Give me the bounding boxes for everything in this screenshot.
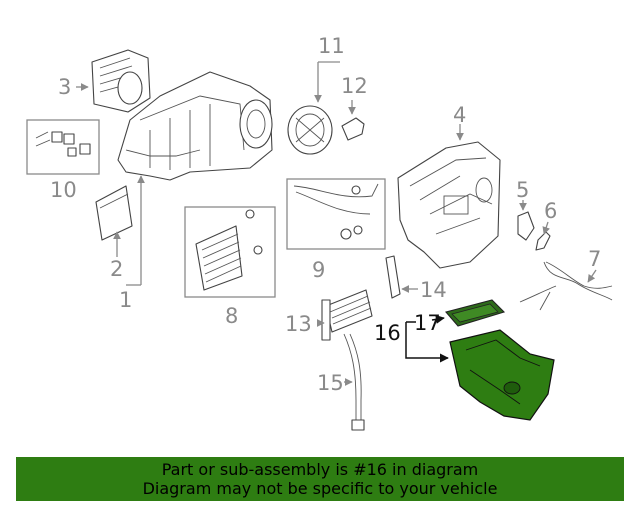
- part-16-highlighted-housing: [449, 329, 555, 421]
- part-8-heater-core: [184, 206, 276, 298]
- label-11: 11: [318, 34, 345, 58]
- label-6: 6: [544, 199, 557, 223]
- banner-line-1: Part or sub-assembly is #16 in diagram: [161, 460, 479, 479]
- parts-diagram: 3 1 2 10 8 11 12 9 4 5 6 7 14 13 15 16 1…: [26, 34, 613, 431]
- notice-banner: Part or sub-assembly is #16 in diagram D…: [16, 457, 624, 501]
- label-4: 4: [453, 103, 466, 127]
- part-6-sensor: [535, 231, 551, 251]
- label-2: 2: [110, 257, 123, 281]
- label-9: 9: [312, 258, 325, 282]
- leader-lines: [76, 61, 597, 386]
- label-16: 16: [374, 321, 401, 345]
- part-1-hvac-case: [117, 71, 273, 181]
- label-3: 3: [58, 75, 71, 99]
- part-15-drain-tube: [343, 333, 365, 431]
- label-10: 10: [50, 178, 77, 202]
- part-2-cabin-filter: [95, 185, 133, 241]
- label-8: 8: [225, 304, 238, 328]
- part-5-sensor: [517, 211, 535, 241]
- label-1: 1: [119, 288, 132, 312]
- part-12-resistor: [341, 117, 365, 141]
- part-13-evaporator: [321, 289, 373, 341]
- part-11-blower-motor: [287, 105, 333, 155]
- part-9-ac-lines: [286, 178, 386, 250]
- label-5: 5: [516, 178, 529, 202]
- label-7: 7: [588, 247, 601, 271]
- banner-line-2: Diagram may not be specific to your vehi…: [142, 479, 498, 498]
- part-14-bracket: [385, 255, 401, 299]
- part-10-fastener-kit: [26, 119, 100, 175]
- label-14: 14: [420, 278, 447, 302]
- label-12: 12: [341, 74, 368, 98]
- label-17: 17: [414, 311, 441, 335]
- part-17-filter: [445, 299, 506, 327]
- label-15: 15: [317, 371, 344, 395]
- part-7-wiring-harness: [519, 261, 613, 311]
- part-3-blower-inlet: [91, 49, 151, 113]
- label-13: 13: [285, 312, 312, 336]
- part-4-hvac-housing: [397, 141, 501, 269]
